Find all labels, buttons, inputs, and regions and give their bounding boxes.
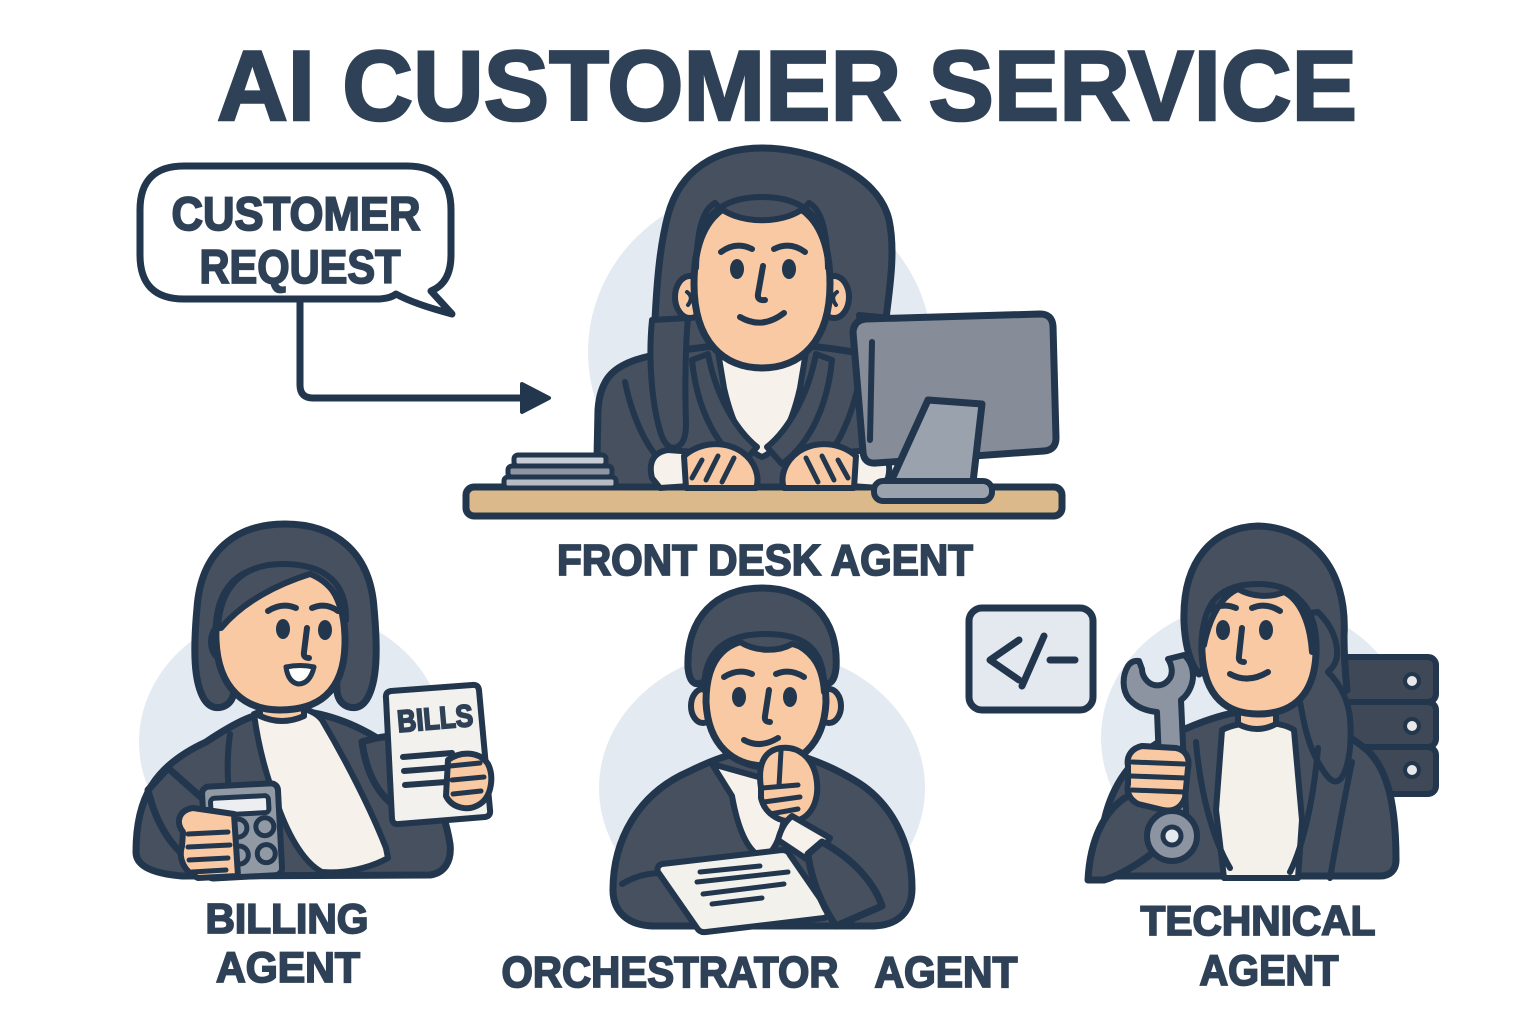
svg-text:AGENT: AGENT — [216, 944, 360, 992]
svg-text:AGENT: AGENT — [875, 948, 1018, 997]
svg-text:BILLING: BILLING — [206, 895, 369, 942]
svg-text:CUSTOMER: CUSTOMER — [172, 187, 421, 240]
svg-text:AI CUSTOMER SERVICE: AI CUSTOMER SERVICE — [217, 30, 1357, 141]
svg-text:REQUEST: REQUEST — [200, 240, 401, 293]
svg-text:ORCHESTRATOR: ORCHESTRATOR — [502, 948, 839, 997]
svg-text:BILLS: BILLS — [396, 698, 475, 739]
svg-text:FRONT DESK AGENT: FRONT DESK AGENT — [557, 536, 973, 585]
svg-text:AGENT: AGENT — [1200, 947, 1339, 995]
svg-text:TECHNICAL: TECHNICAL — [1141, 897, 1376, 944]
